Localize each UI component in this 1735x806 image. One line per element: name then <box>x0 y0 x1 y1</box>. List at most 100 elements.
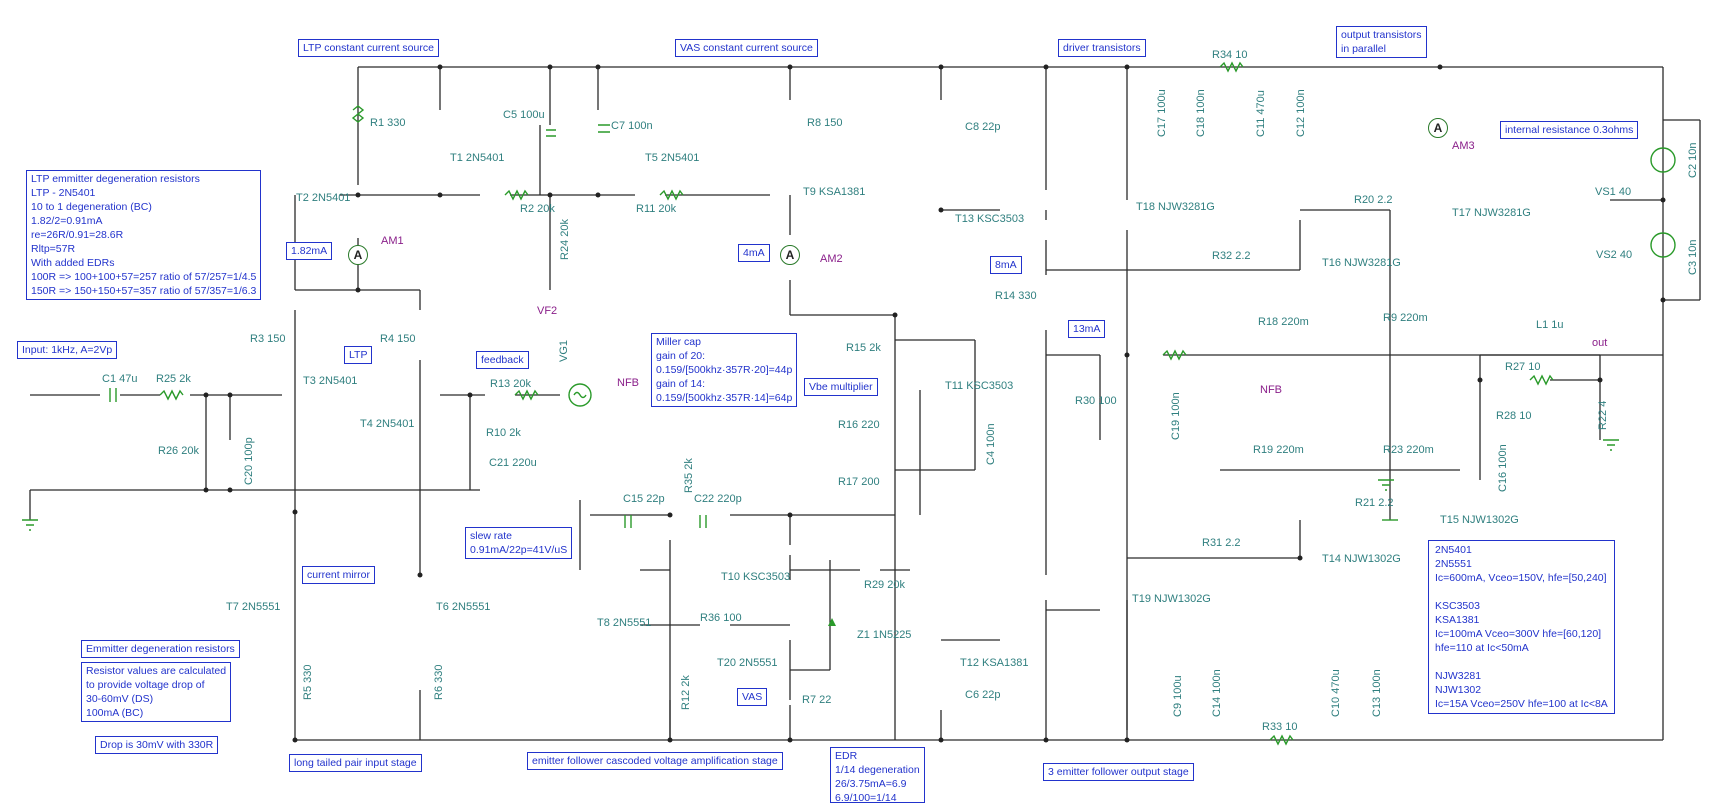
c17-label: C17 100u <box>1156 89 1168 137</box>
c3-label: C3 10n <box>1687 239 1699 275</box>
t9-label: T9 KSA1381 <box>803 186 866 198</box>
t20-label: T20 2N5551 <box>717 657 778 669</box>
t18-label: T18 NJW3281G <box>1136 201 1215 213</box>
c13-label: C13 100n <box>1371 669 1383 717</box>
current-8-label: 8mA <box>990 256 1022 274</box>
c2-label: C2 10n <box>1687 142 1699 178</box>
t6-label: T6 2N5551 <box>436 601 491 613</box>
t14-label: T14 NJW1302G <box>1322 553 1401 565</box>
c4-label: C4 100n <box>985 423 997 465</box>
vs2-label: VS2 40 <box>1596 249 1633 261</box>
r1-label: R1 330 <box>370 117 406 129</box>
r36-label: R36 100 <box>700 612 742 624</box>
current-1-82-label: 1.82mA <box>286 242 333 260</box>
ammeter-am2-icon: A <box>780 245 800 265</box>
t10-label: T10 KSC3503 <box>721 571 791 583</box>
r28-label: R28 10 <box>1496 410 1532 422</box>
r3-label: R3 150 <box>250 333 286 345</box>
node-nfb-left: NFB <box>617 377 639 389</box>
c11-label: C11 470u <box>1255 90 1267 137</box>
node-nfb-right: NFB <box>1260 384 1282 396</box>
slew-rate-note: slew rate 0.91mA/22p=41V/uS <box>465 527 573 559</box>
current-mirror-label: current mirror <box>302 566 376 584</box>
t19-label: T19 NJW1302G <box>1132 593 1211 605</box>
vbe-multiplier-label: Vbe multiplier <box>804 378 878 396</box>
t17-label: T17 NJW3281G <box>1452 207 1531 219</box>
r19-label: R19 220m <box>1253 444 1304 456</box>
c18-label: C18 100n <box>1195 89 1207 137</box>
driver-label: driver transistors <box>1058 39 1146 57</box>
am3-label: AM3 <box>1452 140 1475 152</box>
r25-label: R25 2k <box>156 373 191 385</box>
c8-label: C8 22p <box>965 121 1001 133</box>
r14-label: R14 330 <box>995 290 1037 302</box>
t8-label: T8 2N5551 <box>597 617 652 629</box>
c22-label: C22 220p <box>694 493 742 505</box>
c15-label: C15 22p <box>623 493 665 505</box>
t2-label: T2 2N5401 <box>296 192 351 204</box>
ltp-label: LTP <box>344 346 373 364</box>
am2-label: AM2 <box>820 253 843 265</box>
transistor-specs-note: 2N5401 2N5551 Ic=600mA, Vceo=150V, hfe=[… <box>1428 540 1615 714</box>
c6-label: C6 22p <box>965 689 1001 701</box>
current-13-label: 13mA <box>1068 320 1106 338</box>
t5-label: T5 2N5401 <box>645 152 700 164</box>
node-vf2: VF2 <box>537 305 558 317</box>
r27-label: R27 10 <box>1505 361 1541 373</box>
r4-label: R4 150 <box>380 333 416 345</box>
stage-ltp-label: long tailed pair input stage <box>289 754 422 772</box>
c16-label: C16 100n <box>1497 444 1509 492</box>
t12-label: T12 KSA1381 <box>960 657 1029 669</box>
t4-label: T4 2N5401 <box>360 418 415 430</box>
r29-label: R29 20k <box>864 579 905 591</box>
internal-resistance-label: internal resistance 0.3ohms <box>1500 121 1639 139</box>
emm-degeneration-title: Emmitter degeneration resistors <box>81 640 240 658</box>
c19-label: C19 100n <box>1170 392 1182 440</box>
stage-vas-label: emitter follower cascoded voltage amplif… <box>527 752 783 770</box>
input-label: Input: 1kHz, A=2Vp <box>17 341 118 359</box>
c10-label: C10 470u <box>1330 669 1342 717</box>
current-4-label: 4mA <box>738 244 770 262</box>
c12-label: C12 100n <box>1295 89 1307 137</box>
r18-label: R18 220m <box>1258 316 1309 328</box>
ammeter-am3-icon: A <box>1428 118 1448 138</box>
t15-label: T15 NJW1302G <box>1440 514 1519 526</box>
r24-label: R24 20k <box>559 219 571 260</box>
c5-label: C5 100u <box>503 109 545 121</box>
ltp-ccs-label: LTP constant current source <box>298 39 439 57</box>
drop-label: Drop is 30mV with 330R <box>95 736 219 754</box>
miller-cap-note: Miller cap gain of 20: 0.159/[500khz·357… <box>651 333 798 407</box>
r35-label: R35 2k <box>683 458 695 493</box>
vg1-label: VG1 <box>558 339 570 362</box>
t3-label: T3 2N5401 <box>303 375 358 387</box>
r8-label: R8 150 <box>807 117 843 129</box>
r2-label: R2 20k <box>520 203 555 215</box>
r30-label: R30 100 <box>1075 395 1117 407</box>
r16-label: R16 220 <box>838 419 880 431</box>
c1-label: C1 47u <box>102 373 138 385</box>
l1-label: L1 1u <box>1536 319 1564 331</box>
r17-label: R17 200 <box>838 476 880 488</box>
r31-label: R31 2.2 <box>1202 537 1241 549</box>
r15-label: R15 2k <box>846 342 881 354</box>
t16-label: T16 NJW3281G <box>1322 257 1401 269</box>
t1-label: T1 2N5401 <box>450 152 505 164</box>
ammeter-am1-icon: A <box>348 245 368 265</box>
vas-ccs-label: VAS constant current source <box>675 39 818 57</box>
r32-label: R32 2.2 <box>1212 250 1251 262</box>
resistor-values-note: Resistor values are calculated to provid… <box>81 662 232 722</box>
node-out: out <box>1592 337 1608 349</box>
r7-label: R7 22 <box>802 694 832 706</box>
edr-note: EDR 1/14 degeneration 26/3.75mA=6.9 6.9/… <box>830 747 925 803</box>
r22-label: R22 4 <box>1597 400 1609 430</box>
vas-label: VAS <box>737 688 768 706</box>
t11-label: T11 KSC3503 <box>945 380 1014 392</box>
c20-label: C20 100p <box>243 437 255 485</box>
c9-label: C9 100u <box>1172 675 1184 717</box>
r20-label: R20 2.2 <box>1354 194 1393 206</box>
r11-label: R11 20k <box>636 203 677 215</box>
r6-label: R6 330 <box>433 664 445 700</box>
c14-label: C14 100n <box>1211 669 1223 717</box>
